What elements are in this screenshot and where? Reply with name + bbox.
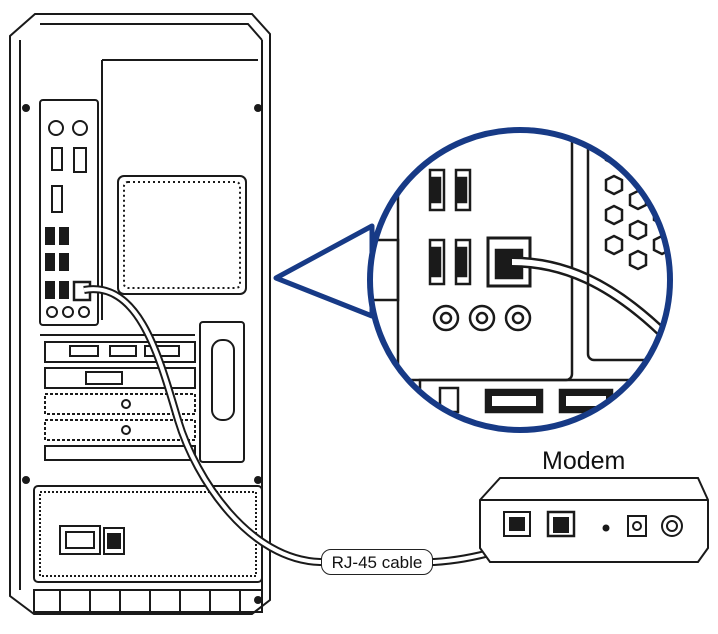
ps2-port [72,120,88,136]
cable-label: RJ-45 cable [321,549,433,575]
zoom-ring [367,127,673,433]
modem [479,477,709,563]
zoom-pointer [273,223,375,319]
rj45-cable [83,285,564,566]
zoom-detail [367,127,673,433]
power-supply [33,485,263,583]
rj45-port-icon [546,510,576,538]
power-jack-icon [627,515,647,537]
rj11-port-icon [503,511,531,537]
fan-grille [117,175,247,295]
io-shield [39,99,99,326]
modem-label: Modem [542,447,626,475]
power-button-icon [661,515,683,537]
ps2-port [48,120,64,136]
